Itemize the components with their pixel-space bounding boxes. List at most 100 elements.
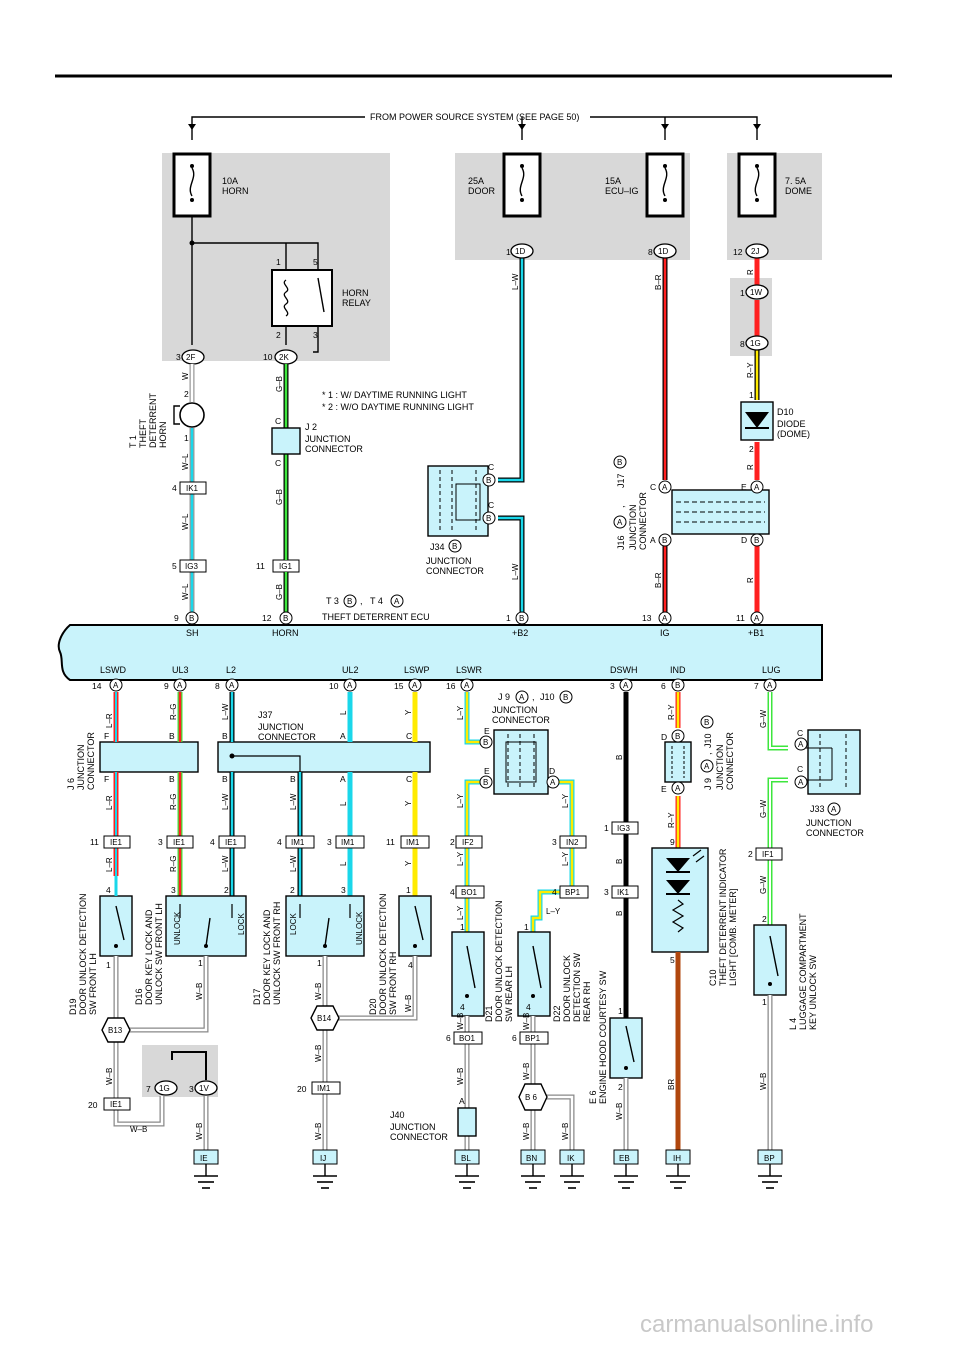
svg-text:J16: J16 [616,535,626,550]
connector-B14 [310,1005,340,1031]
svg-text:1D: 1D [658,247,668,256]
footnote-2: * 2 : W/O DAYTIME RUNNING LIGHT [322,402,474,412]
svg-text:B: B [486,476,491,485]
svg-text:C: C [406,774,412,784]
svg-text:F: F [104,774,109,784]
svg-text:1: 1 [506,613,511,623]
svg-text:J 2: J 2 [305,422,317,432]
svg-text:EB: EB [619,1154,630,1163]
j34-junction [427,465,489,537]
svg-text:9: 9 [174,613,179,623]
svg-text:E: E [484,726,490,736]
svg-text:BN: BN [526,1154,537,1163]
svg-text:LOCK: LOCK [289,913,298,935]
svg-text:D20: D20 [368,998,378,1015]
svg-text:14: 14 [92,681,102,691]
svg-text:A: A [754,483,760,492]
svg-text:CONNECTOR: CONNECTOR [305,444,363,454]
svg-text:D17: D17 [252,988,262,1005]
connector-IM1-b [335,835,365,849]
svg-text:4: 4 [172,483,177,493]
svg-text:G–W: G–W [759,799,768,818]
svg-text:2: 2 [618,1082,623,1092]
svg-text:A: A [464,681,470,690]
svg-text:2J: 2J [751,247,759,256]
svg-text:UNLOCK: UNLOCK [173,911,182,945]
svg-text:,: , [532,692,535,702]
svg-text:B: B [283,614,288,623]
svg-text:IE1: IE1 [110,1100,123,1109]
svg-text:L–R: L–R [105,795,114,810]
svg-text:W–B: W–B [314,1123,323,1140]
svg-text:IE: IE [200,1154,208,1163]
svg-text:E 6: E 6 [588,1090,598,1104]
ground-BL [454,1149,480,1189]
svg-text:A: A [550,778,556,787]
svg-text:IG: IG [660,628,670,638]
svg-text:A: A [675,784,681,793]
svg-text:8: 8 [740,339,745,349]
svg-text:R: R [746,577,755,583]
connector-IG3-top [179,559,207,573]
fuse-horn [172,152,212,218]
svg-text:R–Y: R–Y [667,812,676,828]
connector-IM1-a [285,835,315,849]
svg-text:R–G: R–G [169,856,178,872]
connector-IF2 [455,835,483,849]
svg-text:LSWP: LSWP [404,665,430,675]
svg-text:L–W: L–W [289,855,298,872]
wire-w-b-ij [322,956,418,1150]
fuse-horn-name: HORN [222,186,249,196]
svg-text:UL2: UL2 [342,665,359,675]
svg-text:REAR RH: REAR RH [582,981,592,1022]
svg-text:13: 13 [642,613,652,623]
svg-text:L: L [339,710,348,715]
svg-text:3: 3 [604,887,609,897]
svg-text:L: L [339,801,348,806]
svg-text:B: B [754,536,759,545]
svg-text:A: A [623,681,629,690]
relay-name-2: RELAY [342,298,371,308]
svg-text:J17: J17 [616,473,626,488]
svg-text:BP: BP [764,1154,775,1163]
connector-1G-ground [154,1080,178,1096]
svg-text:JUNCTION: JUNCTION [390,1122,436,1132]
fuse-ecu-ig-rating: 15A [605,176,621,186]
svg-text:T 3: T 3 [326,596,339,606]
svg-text:3: 3 [327,837,332,847]
svg-text:JUNCTION: JUNCTION [628,505,638,551]
svg-text:KEY UNLOCK SW: KEY UNLOCK SW [808,955,818,1030]
svg-text:C: C [275,458,281,468]
connector-1V [194,1080,218,1096]
j2-junction [271,427,301,455]
svg-text:L–Y: L–Y [561,851,570,866]
svg-text:B: B [483,738,488,747]
relay-pin-3: 3 [313,330,318,340]
svg-text:3: 3 [158,837,163,847]
svg-text:SH: SH [186,628,199,638]
j9b-junction [664,741,692,783]
connector-1D-ecu [653,243,677,259]
svg-text:IG1: IG1 [279,562,292,571]
svg-text:JUNCTION: JUNCTION [258,722,304,732]
svg-text:IN2: IN2 [566,838,579,847]
svg-text:LSWR: LSWR [456,665,483,675]
svg-text:1: 1 [198,958,203,968]
svg-text:2: 2 [748,849,753,859]
svg-text:J33: J33 [810,804,825,814]
svg-text:B: B [290,774,296,784]
svg-text:IK1: IK1 [617,888,630,897]
svg-text:SW REAR LH: SW REAR LH [504,966,514,1022]
svg-text:DOOR KEY LOCK AND: DOOR KEY LOCK AND [144,909,154,1005]
svg-text:L–Y: L–Y [456,851,465,866]
svg-text:W–B: W–B [195,983,204,1000]
svg-text:W–B: W–B [522,1063,531,1080]
wire-l-y [464,692,575,932]
svg-text:DOOR UNLOCK DETECTION: DOOR UNLOCK DETECTION [78,893,88,1015]
svg-text:A: A [831,805,837,814]
svg-text:+B2: +B2 [512,628,528,638]
svg-text:DOOR KEY LOCK AND: DOOR KEY LOCK AND [262,909,272,1005]
svg-text:1: 1 [749,390,754,400]
svg-text:W–B: W–B [522,1013,531,1030]
